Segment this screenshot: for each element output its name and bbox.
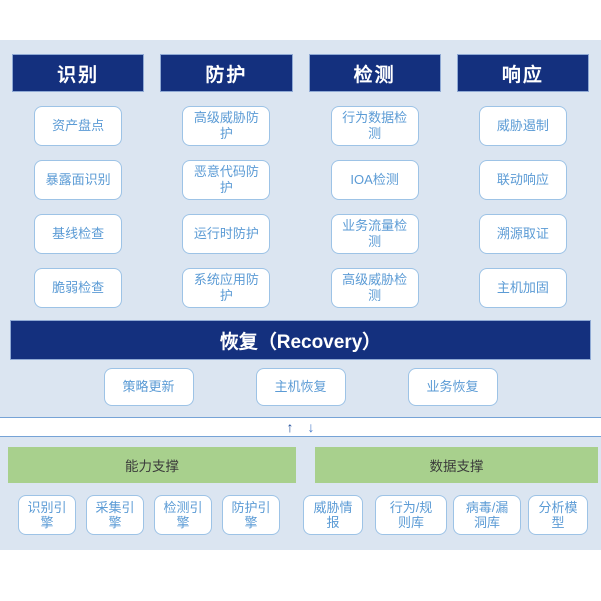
framework-box: 策略更新 [103,368,194,406]
column-header-detect: 检测 [308,54,441,92]
column-header-protect: 防护 [160,54,293,92]
framework-box: 采集引擎 [86,495,144,535]
framework-box: 识别引擎 [18,495,76,535]
security-framework-diagram: 识别 资产盘点 暴露面识别 基线检查 脆弱检查 防护 高级威胁防护 恶意代码防护… [0,40,601,550]
framework-box: 系统应用防护 [182,268,271,308]
top-panel: 识别 资产盘点 暴露面识别 基线检查 脆弱检查 防护 高级威胁防护 恶意代码防护… [0,40,601,417]
column-header-identify: 识别 [12,54,145,92]
column-detect: 检测 行为数据检测 IOA检测 业务流量检测 高级威胁检测 [308,54,441,308]
framework-box: 分析模型 [528,495,588,535]
framework-box: 运行时防护 [182,214,271,254]
connection-band: ↑ ↓ [0,417,601,437]
down-arrow-icon: ↓ [307,419,315,435]
framework-box: 威胁情报 [303,495,363,535]
recovery-header-bar: 恢复（Recovery） [10,320,591,360]
framework-box: 基线检查 [34,214,123,254]
framework-box: 资产盘点 [34,106,123,146]
framework-box: 行为/规则库 [375,495,447,535]
support-headers: 能力支撑 数据支撑 [0,437,601,483]
up-arrow-icon: ↑ [286,419,294,435]
support-panel: 能力支撑 数据支撑 识别引擎 采集引擎 检测引擎 防护引擎 威胁情报 行为/规则… [0,437,601,550]
column-header-respond: 响应 [456,54,589,92]
framework-box: 恶意代码防护 [182,160,271,200]
framework-box: 防护引擎 [222,495,280,535]
capability-columns: 识别 资产盘点 暴露面识别 基线检查 脆弱检查 防护 高级威胁防护 恶意代码防护… [0,40,601,308]
framework-box: 业务恢复 [407,368,498,406]
framework-box: 高级威胁防护 [182,106,271,146]
framework-box: 联动响应 [478,160,567,200]
framework-box: 业务流量检测 [330,214,419,254]
framework-box: 脆弱检查 [34,268,123,308]
framework-box: 主机恢复 [255,368,346,406]
framework-box: IOA检测 [330,160,419,200]
framework-box: 溯源取证 [478,214,567,254]
data-support-row: 威胁情报 行为/规则库 病毒/漏洞库 分析模型 [303,495,588,535]
framework-box: 病毒/漏洞库 [453,495,521,535]
recovery-row: 策略更新 主机恢复 业务恢复 [0,368,601,406]
framework-box: 行为数据检测 [330,106,419,146]
column-identify: 识别 资产盘点 暴露面识别 基线检查 脆弱检查 [12,54,145,308]
framework-box: 检测引擎 [154,495,212,535]
capability-support-header: 能力支撑 [8,447,296,483]
framework-box: 高级威胁检测 [330,268,419,308]
capability-support-row: 识别引擎 采集引擎 检测引擎 防护引擎 [18,495,280,535]
framework-box: 主机加固 [478,268,567,308]
framework-box: 威胁遏制 [478,106,567,146]
framework-box: 暴露面识别 [34,160,123,200]
data-support-header: 数据支撑 [315,447,598,483]
column-protect: 防护 高级威胁防护 恶意代码防护 运行时防护 系统应用防护 [160,54,293,308]
column-respond: 响应 威胁遏制 联动响应 溯源取证 主机加固 [456,54,589,308]
